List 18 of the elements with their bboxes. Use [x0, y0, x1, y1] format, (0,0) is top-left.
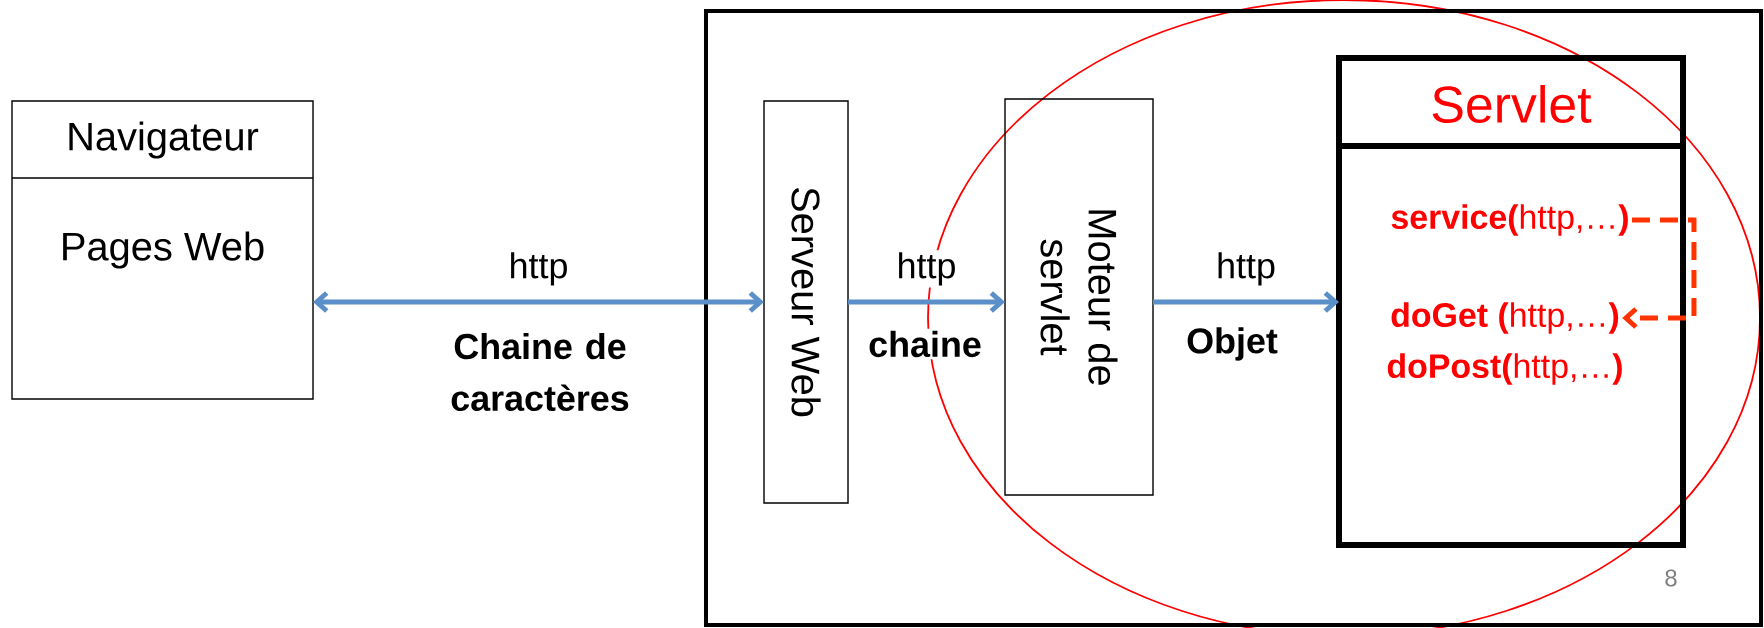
edge-note: Chaine de caractères — [433, 330, 647, 414]
edge-note: Objet — [1184, 325, 1280, 363]
page-number: 8 — [1665, 569, 1677, 587]
method-text: doPost(http,…) — [1387, 353, 1622, 385]
method-text: doGet (http,…) — [1391, 302, 1619, 334]
container-frame — [704, 9, 1763, 627]
browser-box: Navigateur Pages Web — [11, 100, 314, 400]
component-box: Moteur de servlet — [1004, 98, 1154, 496]
arrow — [313, 291, 764, 313]
method-text: service(http,…) — [1391, 204, 1628, 236]
component-box: Serveur Web — [763, 100, 849, 504]
edge-note: chaine — [866, 328, 984, 360]
arrow — [848, 291, 1005, 313]
edge-label: http — [1214, 250, 1278, 288]
edge-label: http — [506, 250, 571, 288]
arrow — [1622, 217, 1697, 329]
edge-label: http — [894, 250, 959, 288]
arrow — [1153, 291, 1339, 313]
